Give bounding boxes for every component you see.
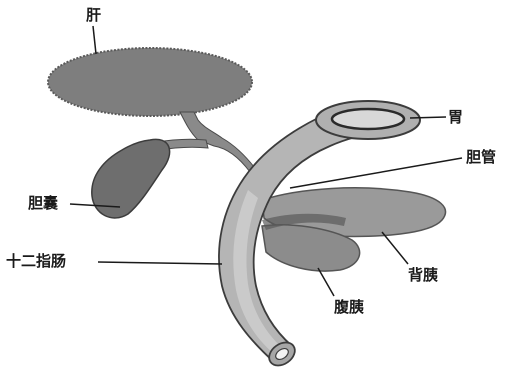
bile-duct-leader: [290, 158, 462, 188]
dorsal-pancreas-leader: [382, 232, 408, 264]
bile-duct-label: 胆管: [466, 150, 496, 165]
stomach-label: 胃: [448, 110, 463, 125]
stomach-opening-inner: [332, 109, 404, 129]
ventral-pancreas-label: 腹胰: [334, 300, 364, 315]
liver-leader: [93, 26, 96, 54]
duodenum-label: 十二指肠: [6, 254, 66, 269]
ventral-pancreas-leader: [318, 268, 334, 296]
liver-label: 肝: [86, 8, 101, 23]
stomach-leader: [410, 117, 446, 118]
duodenum-leader: [98, 262, 222, 264]
dorsal-pancreas-label: 背胰: [408, 268, 438, 283]
gallbladder-label: 胆囊: [28, 196, 58, 211]
liver-shape: [48, 48, 252, 116]
